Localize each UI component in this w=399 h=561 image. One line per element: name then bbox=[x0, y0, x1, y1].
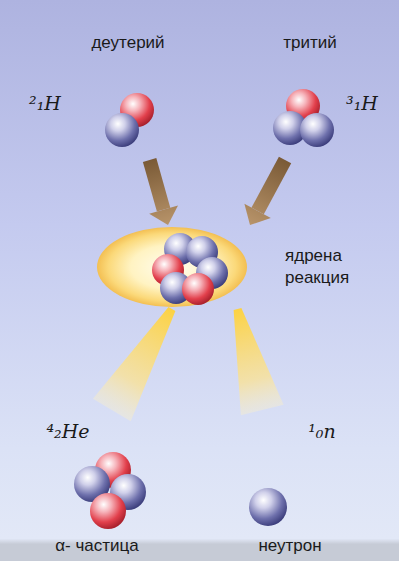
alpha-group: ⁴₂He α- частица bbox=[20, 410, 190, 559]
input-arrow bbox=[244, 157, 291, 225]
free-neutron bbox=[249, 488, 287, 526]
tritium-group: тритий ³₁H bbox=[230, 20, 390, 160]
reaction-glow bbox=[97, 227, 247, 307]
tritium-nucleus bbox=[273, 89, 334, 147]
isotope-symbol: ³₁H bbox=[346, 90, 378, 116]
input-arrow bbox=[143, 158, 178, 225]
arrow-shaft bbox=[143, 158, 170, 211]
neutron-group: ¹₀n неутрон bbox=[215, 410, 390, 559]
isotope-symbol: ¹₀n bbox=[308, 418, 335, 444]
isotope-symbol: ²₁H bbox=[29, 90, 61, 116]
proton bbox=[90, 493, 126, 529]
emission-beam bbox=[93, 307, 175, 421]
arrow-head bbox=[149, 206, 178, 226]
particle-name: неутрон bbox=[258, 535, 321, 557]
particle-name: тритий bbox=[283, 32, 337, 54]
alpha-nucleus bbox=[74, 452, 146, 529]
particle-name: деутерий bbox=[91, 32, 164, 54]
arrow-head bbox=[244, 204, 270, 225]
light-beam bbox=[234, 308, 284, 415]
reaction-ellipse: ядрена реакция bbox=[95, 225, 380, 309]
reaction-cluster bbox=[152, 233, 228, 305]
ellipse-outline bbox=[95, 225, 380, 309]
isotope-symbol: ⁴₂He bbox=[46, 418, 89, 444]
deuterium-group: деутерий ²₁H bbox=[20, 20, 200, 160]
particle-name: α- частица bbox=[55, 535, 139, 557]
reaction-label: ядрена реакция bbox=[285, 245, 375, 289]
neutron bbox=[300, 113, 334, 147]
arrow-shaft bbox=[252, 157, 292, 215]
neutron bbox=[249, 488, 287, 526]
light-beam bbox=[93, 307, 175, 421]
proton bbox=[182, 273, 214, 305]
neutron bbox=[105, 113, 139, 147]
emission-beam bbox=[234, 308, 284, 415]
deuterium-nucleus bbox=[105, 93, 154, 147]
